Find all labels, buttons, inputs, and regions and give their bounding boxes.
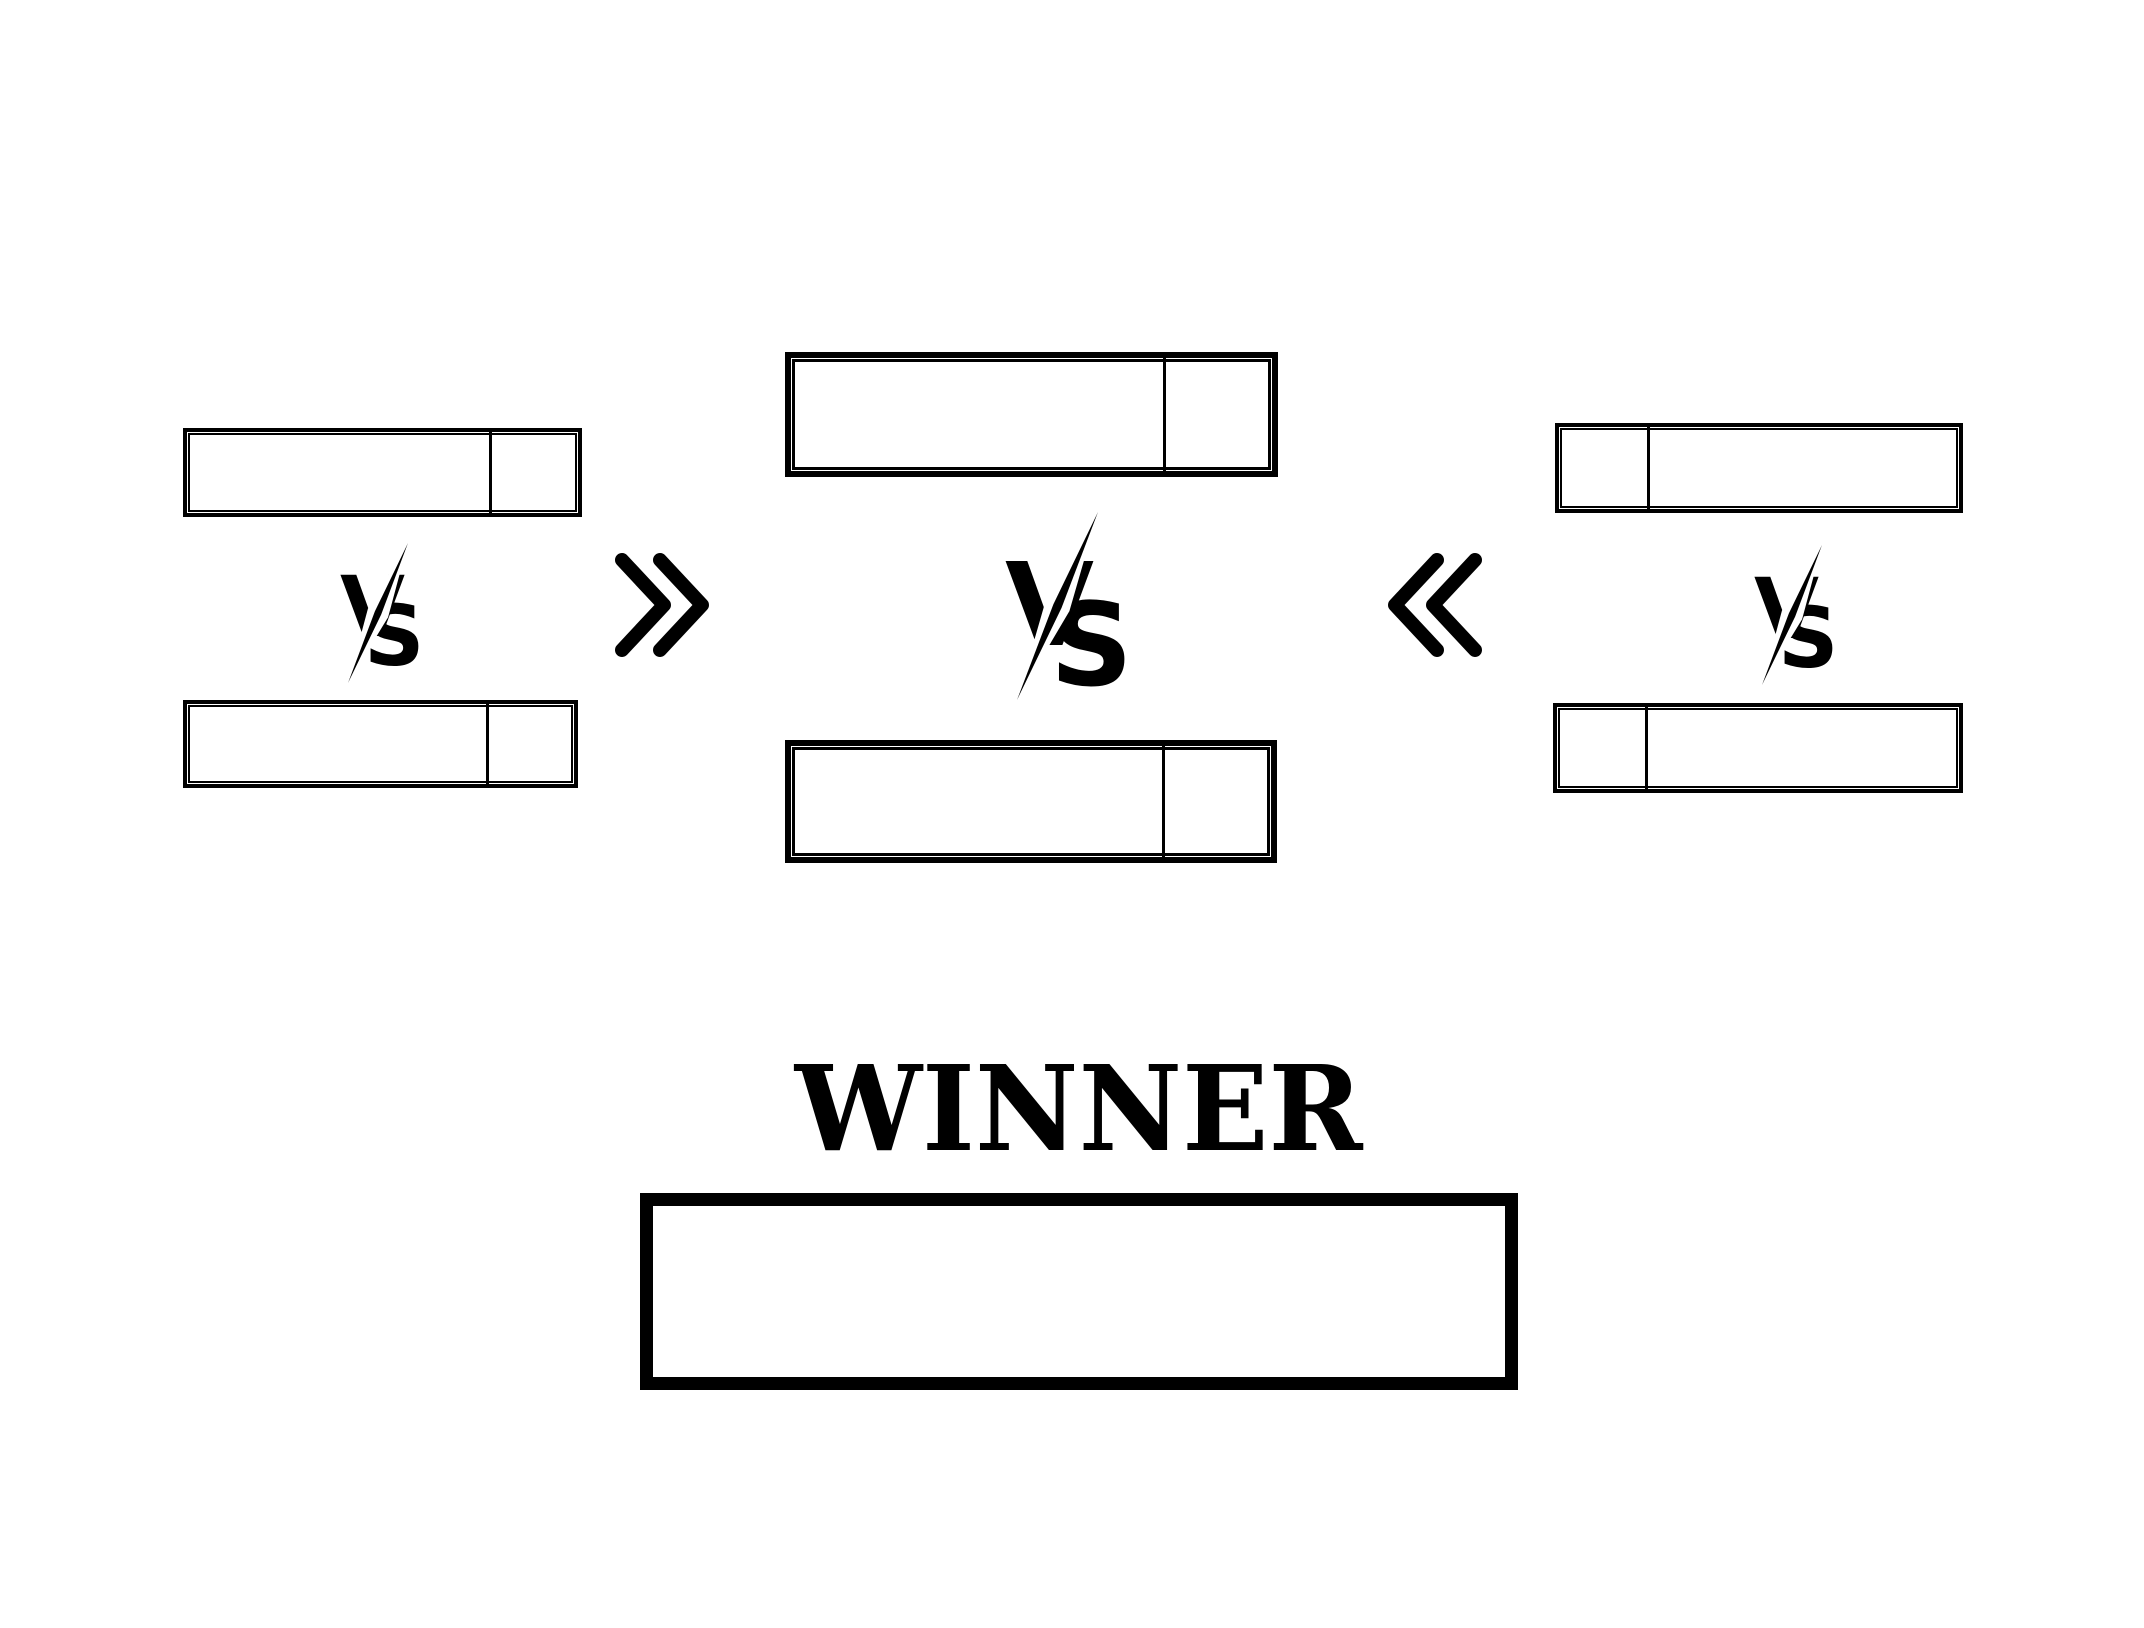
team-name-field[interactable]: [791, 746, 1162, 857]
team-name-field[interactable]: [187, 432, 489, 513]
team-score-field[interactable]: [1163, 358, 1272, 471]
winner-heading: WINNER: [795, 1039, 1363, 1178]
team-score-field[interactable]: [1557, 707, 1649, 789]
double-chevron-right-icon: [615, 553, 709, 657]
versus-slash-icon: [1017, 512, 1098, 700]
final-match-bottom-team-slot[interactable]: [785, 740, 1277, 863]
right-match-bottom-team-slot[interactable]: [1553, 703, 1963, 793]
versus-slash-icon: [1762, 545, 1822, 685]
team-name-field[interactable]: [1648, 707, 1959, 789]
right-match-top-team-slot[interactable]: [1555, 423, 1963, 513]
versus-icon: V S: [1754, 545, 1839, 685]
final-match-top-team-slot[interactable]: [785, 352, 1278, 477]
team-score-field[interactable]: [485, 704, 574, 784]
versus-slash-icon: [348, 543, 408, 683]
left-match-top-team-slot[interactable]: [183, 428, 582, 517]
team-name-field[interactable]: [187, 704, 486, 784]
versus-icon: V S: [1005, 512, 1130, 705]
versus-icon: V S: [340, 543, 425, 683]
team-name-field[interactable]: [1650, 427, 1959, 509]
team-score-field[interactable]: [1559, 427, 1650, 509]
team-name-field[interactable]: [791, 358, 1163, 471]
double-chevron-left-icon: [1388, 553, 1482, 657]
team-score-field[interactable]: [488, 432, 578, 513]
left-match-bottom-team-slot[interactable]: [183, 700, 578, 788]
winner-name-field[interactable]: [640, 1193, 1518, 1390]
team-score-field[interactable]: [1162, 746, 1271, 857]
